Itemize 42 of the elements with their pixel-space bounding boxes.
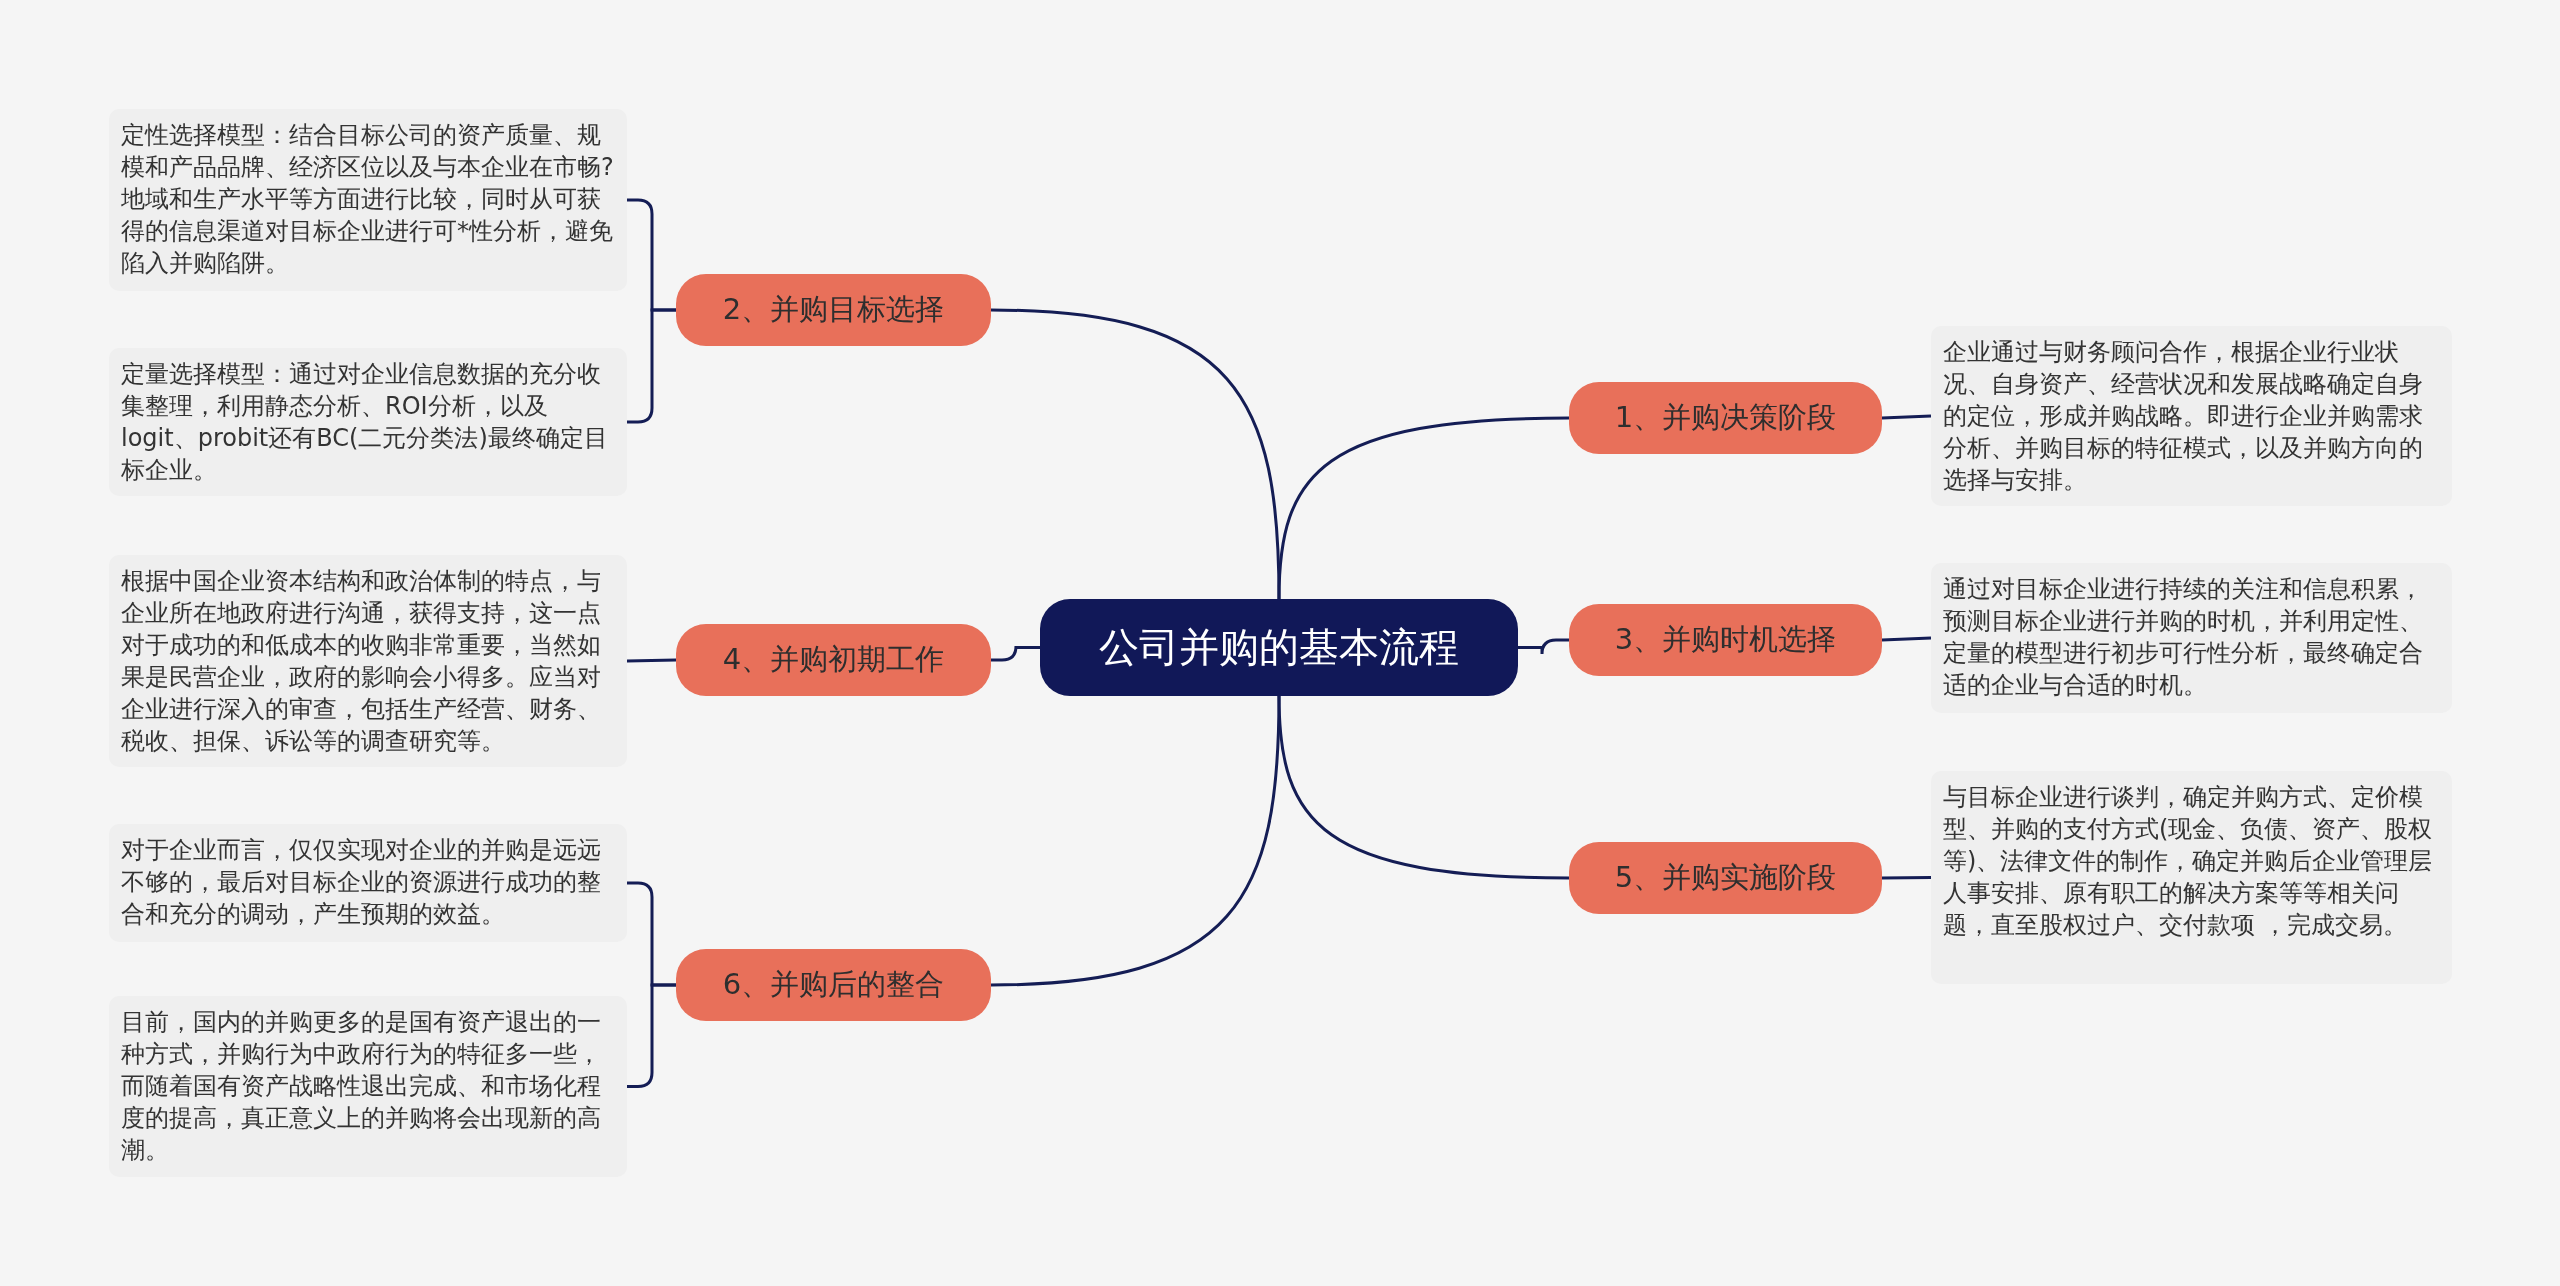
- connector-line: [990, 695, 1281, 987]
- note-card: [109, 824, 627, 942]
- note-text: 与目标企业进行谈判，确定并购方式、定价模型、并购的支付方式(现金、负债、资产、股权等)、法律文件的制作，确定并购后企业管理层人事安排、原有职工的解决方案等等相关问题，直至股权过户、交付款项 ，完成交易。: [1943, 782, 2434, 941]
- note-card: [109, 555, 627, 767]
- topic-box: [1569, 382, 1882, 454]
- note-text: 根据中国企业资本结构和政治体制的特点，与企业所在地政府进行沟通，获得支持，这一点对于成功的和低成本的收购非常重要，当然如果是民营企业，政府的影响会小得多。应当对企业进行深入的审查，包括生产经营、财务、税收、担保、诉讼等的调查研究等。: [121, 566, 602, 757]
- topic-box: [676, 949, 991, 1021]
- connector-line: [1277, 416, 1570, 600]
- note-card: [109, 109, 627, 291]
- topic-label: 6、并购后的整合: [722, 966, 945, 1003]
- connector-line: [1277, 695, 1570, 880]
- note-card: [1931, 326, 2452, 506]
- topic-box: [1569, 842, 1882, 914]
- note-card: [109, 348, 627, 496]
- note-text: 目前，国内的并购更多的是国有资产退出的一种方式，并购行为中政府行为的特征多一些，而随着国有资产战略性退出完成、和市场化程度的提高，真正意义上的并购将会出现新的高潮。: [121, 1007, 602, 1166]
- topic-box: [1569, 604, 1882, 676]
- connector-line: [1881, 636, 1932, 642]
- connector-line: [1518, 638, 1569, 656]
- connector-line: [1881, 414, 1932, 420]
- note-text: 通过对目标企业进行持续的关注和信息积累，预测目标企业进行并购的时机，并利用定性、定量的模型进行初步可行性分析，最终确定合适的企业与合适的时机。: [1943, 574, 2424, 701]
- connector-line: [991, 644, 1040, 662]
- note-card: [109, 996, 627, 1177]
- central-topic: [1040, 599, 1518, 696]
- topic-label: 5、并购实施阶段: [1614, 859, 1837, 896]
- note-text: 定性选择模型：结合目标公司的资产质量、规模和产品品牌、经济区位以及与本企业在市畅?地域和生产水平等方面进行比较，同时从可获得的信息渠道对目标企业进行可*性分析，避免陷入并购陷阱。: [121, 120, 615, 279]
- note-text: 对于企业而言，仅仅实现对企业的并购是远远不够的，最后对目标企业的资源进行成功的整合和充分的调动，产生预期的效益。: [121, 835, 602, 930]
- note-card: [1931, 563, 2452, 713]
- connector-line: [990, 308, 1281, 600]
- topic-label: 3、并购时机选择: [1614, 621, 1837, 658]
- topic-label: 4、并购初期工作: [722, 641, 945, 678]
- note-text: 企业通过与财务顾问合作，根据企业行业状况、自身资产、经营状况和发展战略确定自身的定位，形成并购战略。即进行企业并购需求分析、并购目标的特征模式，以及并购方向的选择与安排。: [1943, 337, 2424, 496]
- central-title: 公司并购的基本流程: [1099, 623, 1459, 672]
- connector-line: [626, 658, 677, 663]
- connector-line: [1882, 876, 1931, 880]
- note-card: [1931, 771, 2452, 984]
- connector-line: [627, 308, 676, 424]
- topic-box: [676, 274, 991, 346]
- topic-label: 2、并购目标选择: [722, 291, 945, 328]
- note-text: 定量选择模型：通过对企业信息数据的充分收集整理，利用静态分析、ROI分析，以及logit、probit还有BC(二元分类法)最终确定目标企业。: [121, 359, 609, 486]
- topic-box: [676, 624, 991, 696]
- connector-line: [627, 983, 676, 1088]
- topic-label: 1、并购决策阶段: [1614, 399, 1837, 436]
